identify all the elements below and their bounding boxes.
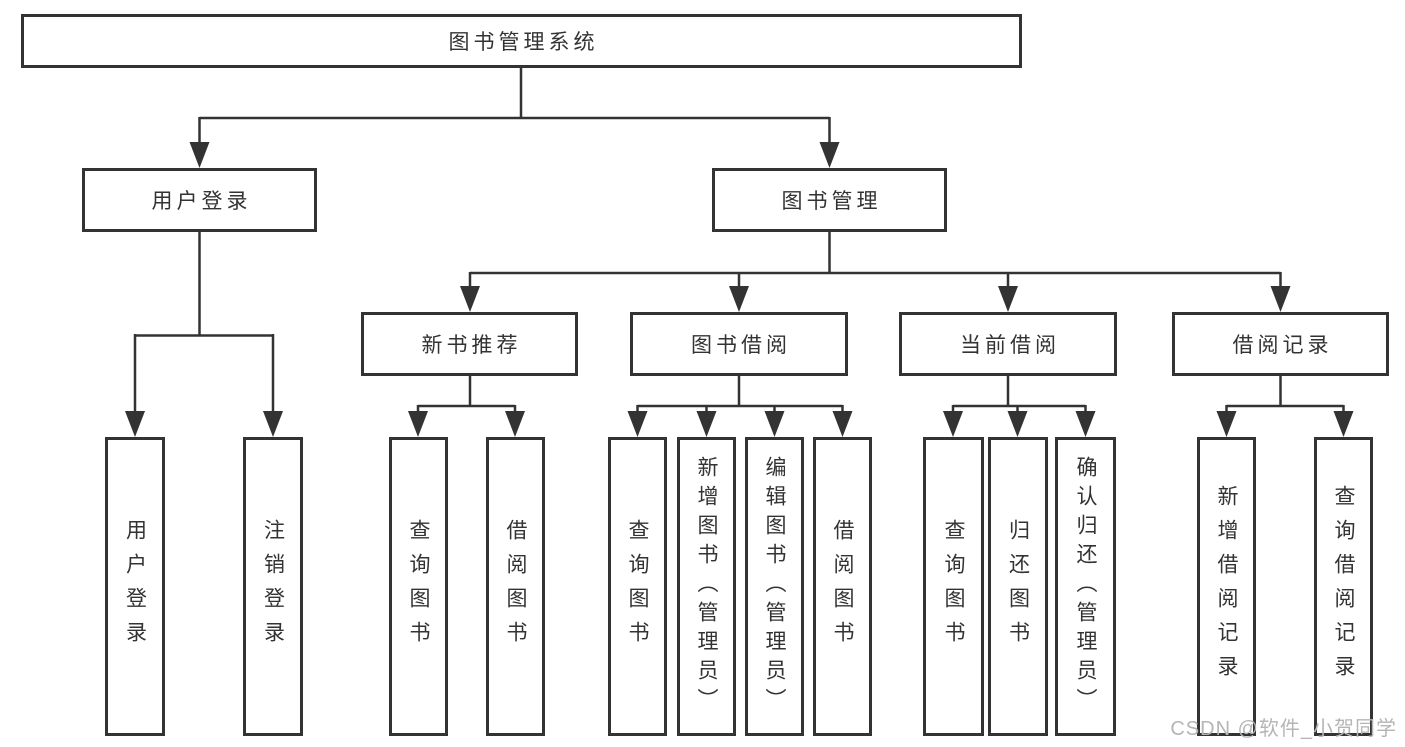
node-library-system: 图书管理系统 xyxy=(21,14,1022,68)
node-book-management-label: 图书管理 xyxy=(781,190,882,213)
leaf-query-books-current-label: 查询图书 xyxy=(942,518,965,655)
leaf-user-login-label: 用户登录 xyxy=(123,518,147,655)
arrowheads-root-branch xyxy=(189,142,840,168)
leaf-borrow-books-recommend: 借阅图书 xyxy=(486,437,545,736)
arrowheads-user-login-branch xyxy=(125,411,283,437)
node-book-borrowing-label: 图书借阅 xyxy=(691,334,791,357)
leaf-query-books-recommend: 查询图书 xyxy=(389,437,448,736)
arrowheads-cur-borrow-branch xyxy=(943,411,1096,437)
connector-cur-borrow-branch xyxy=(951,375,1087,419)
csdn-watermark: CSDN @软件_小贺同学 xyxy=(1170,718,1397,740)
node-user-login: 用户登录 xyxy=(82,168,317,232)
connector-user-login-branch xyxy=(133,231,275,419)
leaf-query-books-borrowing-label: 查询图书 xyxy=(626,518,649,655)
arrowheads-book-mgmt-branch xyxy=(460,286,1291,312)
node-new-book-recommend: 新书推荐 xyxy=(361,312,578,376)
leaf-confirm-return-admin-label: 确认归还（管理员） xyxy=(1074,456,1097,717)
leaf-edit-books-admin: 编辑图书（管理员） xyxy=(745,437,804,736)
leaf-logout: 注销登录 xyxy=(243,437,303,736)
node-borrowing-records: 借阅记录 xyxy=(1172,312,1389,376)
leaf-borrow-books-label: 借阅图书 xyxy=(831,518,854,655)
leaf-query-books-borrowing: 查询图书 xyxy=(608,437,667,736)
leaf-return-books: 归还图书 xyxy=(988,437,1048,736)
node-current-borrowing: 当前借阅 xyxy=(899,312,1117,376)
leaf-add-books-admin-label: 新增图书（管理员） xyxy=(695,456,718,717)
node-user-login-label: 用户登录 xyxy=(151,190,252,213)
leaf-add-borrow-record-label: 新增借阅记录 xyxy=(1215,484,1238,689)
node-book-management: 图书管理 xyxy=(712,168,947,232)
leaf-borrow-books-recommend-label: 借阅图书 xyxy=(504,518,527,655)
node-book-borrowing: 图书借阅 xyxy=(630,312,848,376)
leaf-query-books-current: 查询图书 xyxy=(923,437,984,736)
leaf-confirm-return-admin: 确认归还（管理员） xyxy=(1055,437,1116,736)
leaf-return-books-label: 归还图书 xyxy=(1006,518,1030,655)
leaf-edit-books-admin-label: 编辑图书（管理员） xyxy=(763,456,786,717)
leaf-add-books-admin: 新增图书（管理员） xyxy=(677,437,736,736)
arrowheads-new-books-branch xyxy=(408,411,525,437)
leaf-query-books-recommend-label: 查询图书 xyxy=(407,518,430,655)
node-new-book-recommend-label: 新书推荐 xyxy=(421,334,522,357)
connector-new-books-branch xyxy=(416,375,517,419)
connector-book-borrow-branch xyxy=(636,375,844,419)
connector-book-mgmt-branch xyxy=(468,231,1282,294)
node-borrowing-records-label: 借阅记录 xyxy=(1232,334,1333,357)
leaf-query-borrow-record-label: 查询借阅记录 xyxy=(1332,484,1355,689)
leaf-add-borrow-record: 新增借阅记录 xyxy=(1197,437,1256,736)
connector-borrow-recs-branch xyxy=(1225,375,1345,419)
arrowheads-book-borrow-branch xyxy=(627,411,853,437)
leaf-query-borrow-record: 查询借阅记录 xyxy=(1314,437,1373,736)
connector-root-branch xyxy=(198,67,831,150)
node-library-system-label: 图书管理系统 xyxy=(448,31,599,54)
node-current-borrowing-label: 当前借阅 xyxy=(960,334,1060,357)
leaf-user-login: 用户登录 xyxy=(105,437,165,736)
leaf-borrow-books: 借阅图书 xyxy=(813,437,872,736)
leaf-logout-label: 注销登录 xyxy=(261,518,285,655)
arrowheads-borrow-recs-branch xyxy=(1216,411,1354,437)
